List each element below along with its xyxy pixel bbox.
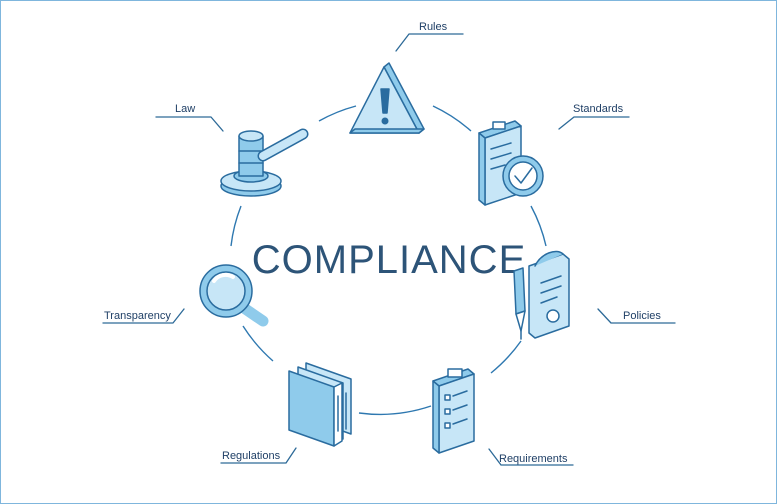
ring-arc-rules-standards xyxy=(432,105,472,132)
center-title: COMPLIANCE xyxy=(252,238,527,282)
ring-arc-law-rules xyxy=(318,105,357,122)
leader-policies xyxy=(597,308,676,324)
cycle-ring xyxy=(230,105,547,416)
label-regulations: Regulations xyxy=(222,450,281,462)
magnifier-icon xyxy=(199,264,269,327)
label-rules: Rules xyxy=(419,21,448,33)
ring-arc-policies-requirements xyxy=(490,340,522,374)
checklist-approval-icon xyxy=(478,120,544,206)
gavel-icon xyxy=(220,128,309,197)
label-requirements: Requirements xyxy=(499,453,568,465)
label-law: Law xyxy=(175,103,195,115)
ring-arc-transparency-law xyxy=(230,205,242,247)
leader-law xyxy=(155,116,224,132)
leader-standards xyxy=(558,116,630,130)
document-pen-icon xyxy=(513,250,570,340)
ring-arc-standards-policies xyxy=(530,205,547,247)
ring-arc-requirements-regulations xyxy=(358,405,432,416)
leader-rules xyxy=(395,33,464,52)
warning-triangle-icon xyxy=(349,62,425,134)
leader-regulations xyxy=(220,447,297,464)
leader-requirements xyxy=(488,448,574,466)
label-standards: Standards xyxy=(573,103,624,115)
label-policies: Policies xyxy=(623,310,661,322)
clipboard-checklist-icon xyxy=(432,368,475,454)
leader-transparency xyxy=(102,308,185,324)
label-transparency: Transparency xyxy=(104,310,171,322)
binders-icon xyxy=(288,362,352,447)
ring-arc-regulations-transparency xyxy=(242,325,274,362)
